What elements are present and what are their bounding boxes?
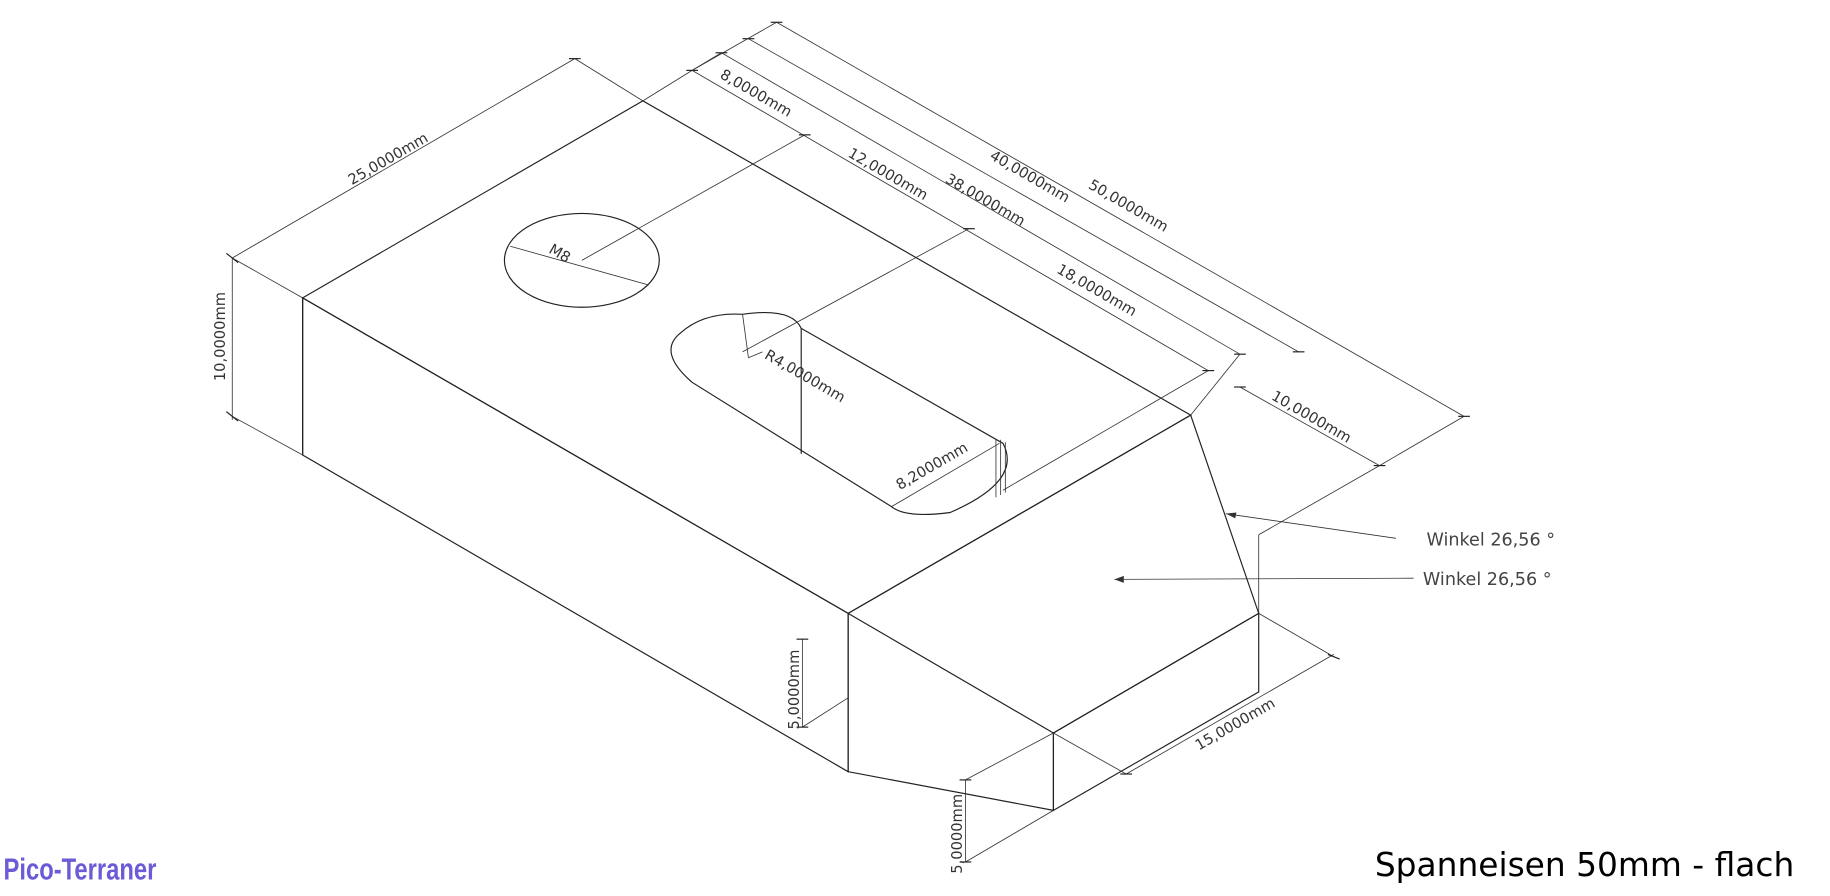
dim-8: 8,0000mm [717,66,795,121]
slot-end-hatching [995,439,1006,498]
dim-5-left: 5,0000mm [786,650,803,730]
side-face [302,296,849,773]
logo: Pico-Terraner [4,852,157,887]
dim-slot-width: 8,2000mm [893,439,971,494]
nose-face [1052,612,1260,812]
dim-50: 50,0000mm [1085,176,1171,235]
angle-note-2: Winkel 26,56 ° [1423,570,1552,590]
dim-10-chamfer: 10,0000mm [1268,387,1354,446]
dimension-lines [231,21,1465,863]
edge-line [847,612,1054,734]
threaded-hole [503,212,660,308]
dim-25: 25,0000mm [345,129,431,188]
leader-arrowhead [1225,512,1237,519]
top-face [301,100,1192,615]
dim-5-front: 5,0000mm [949,794,966,874]
slot-hole [670,311,1008,516]
dim-12: 12,0000mm [845,145,931,204]
dimension-ticks [226,21,1470,863]
leader-arrowhead [1114,575,1124,583]
dim-radius: R4,0000mm [762,346,848,406]
dim-18: 18,0000mm [1054,261,1140,320]
angle-note-1: Winkel 26,56 ° [1426,530,1555,550]
drawing-title: Spanneisen 50mm - flach [1375,846,1794,884]
dim-38: 38,0000mm [942,171,1028,230]
dim-15: 15,0000mm [1192,695,1278,754]
dim-10-height: 10,0000mm [212,292,229,381]
